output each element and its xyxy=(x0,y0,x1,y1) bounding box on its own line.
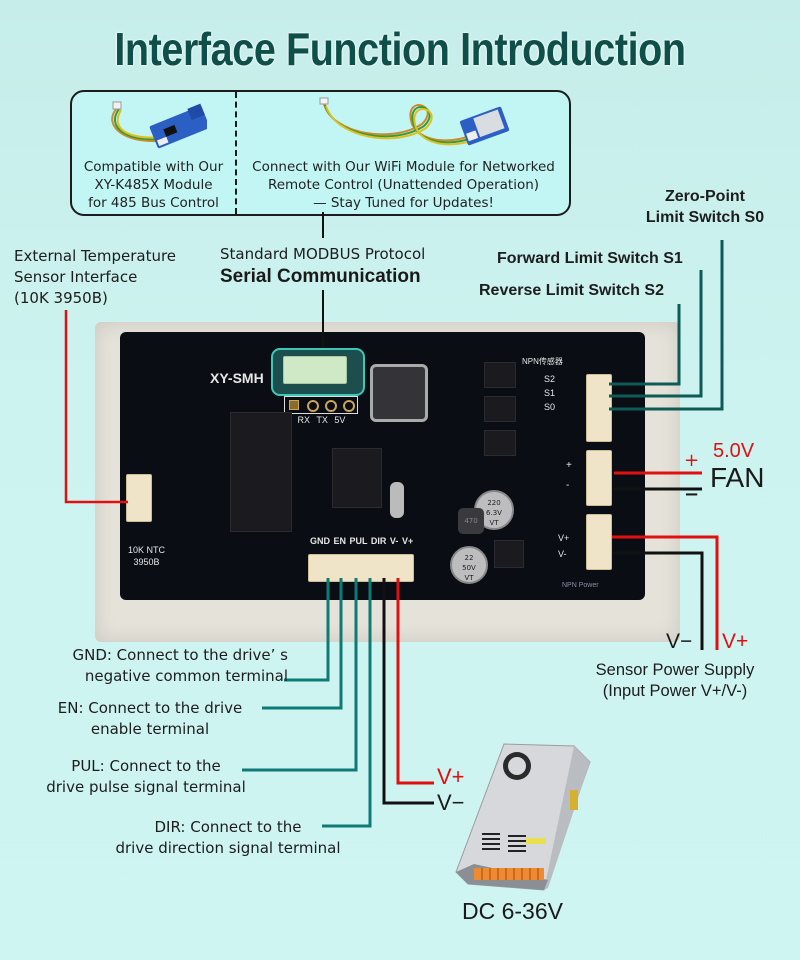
bottom-pin-labels: GND EN PUL DIR V- V+ xyxy=(310,536,414,546)
sensor-power-connector xyxy=(586,514,612,570)
limit-pin-labels: S2 S1 S0 xyxy=(544,374,556,412)
buzzer xyxy=(370,364,428,422)
fan-connector xyxy=(586,450,612,506)
serial-port-highlight[interactable] xyxy=(271,348,365,396)
limit-switch-s1-label: Forward Limit Switch S1 xyxy=(497,250,683,267)
pul-line xyxy=(242,578,358,772)
fan-plus-sign: + xyxy=(684,450,700,471)
mcu-chip xyxy=(332,448,382,508)
inductor: 470 xyxy=(458,508,484,534)
psu-voltage-label: DC 6-36V xyxy=(462,898,563,924)
page-title: Interface Function Introduction xyxy=(114,23,686,75)
rs485-module-icon xyxy=(111,101,207,149)
temp-sensor-line xyxy=(64,310,128,504)
serial-connector xyxy=(283,356,347,384)
power-supply-icon xyxy=(455,743,591,891)
temp-sensor-label: External Temperature Sensor Interface (1… xyxy=(14,247,177,307)
psu-vminus-label: V− xyxy=(437,790,465,815)
board-model: XY-SMH xyxy=(210,370,264,386)
controller-pcb: XY-SMH G RX TX 5V NPN传感器 S2 S1 S0 220 6.… xyxy=(120,332,645,600)
fan-voltage: 5.0V xyxy=(713,440,755,462)
pul-pin-label: PUL: Connect to the drive pulse signal t… xyxy=(46,757,246,796)
sensor-power-label: Sensor Power Supply (Input Power V+/V-) xyxy=(595,661,755,700)
sensor-vminus-line xyxy=(612,551,704,650)
gnd-pin-label: GND: Connect to the drive’ s negative co… xyxy=(72,646,288,685)
en-line xyxy=(262,578,343,710)
module-divider xyxy=(235,92,237,214)
fan-pin-labels: + - xyxy=(566,460,572,491)
driver-ic xyxy=(230,412,292,532)
fan-label: FAN xyxy=(710,462,765,493)
npn-sensor-silk: NPN传感器 xyxy=(522,357,563,366)
psu-vminus-line xyxy=(382,578,434,805)
optocoupler xyxy=(484,396,516,422)
power-pin-labels: V+ V- xyxy=(558,533,570,559)
wifi-module-icon xyxy=(319,97,510,146)
limit-switch-s2-label: Reverse Limit Switch S2 xyxy=(479,282,664,299)
serial-label: Standard MODBUS Protocol Serial Communic… xyxy=(220,245,426,287)
sensor-vplus-line xyxy=(612,535,719,650)
rs485-description: Compatible with Our XY-K485X Module for … xyxy=(83,159,224,211)
psu-vplus-line xyxy=(396,578,434,785)
limit-s0-line xyxy=(609,240,724,411)
sensor-vplus-label: V+ xyxy=(722,630,749,653)
optocoupler xyxy=(484,430,516,456)
limit-s2-line xyxy=(609,304,681,386)
capacitor-22uf: 22 50V VT xyxy=(450,546,488,584)
npn-power-silk: NPN Power xyxy=(562,582,599,589)
regulator-chip xyxy=(494,540,524,568)
serial-header xyxy=(284,396,358,414)
dir-pin-label: DIR: Connect to the drive direction sign… xyxy=(115,818,341,857)
crystal xyxy=(390,482,404,518)
drive-control-connector xyxy=(308,554,414,582)
expansion-modules-box: Compatible with Our XY-K485X Module for … xyxy=(70,90,571,216)
psu-vplus-label: V+ xyxy=(437,764,465,789)
ntc-silk: 10K NTC 3950B xyxy=(128,545,166,567)
wifi-description: Connect with Our WiFi Module for Network… xyxy=(252,159,555,211)
limit-switch-s0-label: Zero-Point Limit Switch S0 xyxy=(645,188,765,226)
fan-minus-sign: − xyxy=(684,484,700,505)
en-pin-label: EN: Connect to the drive enable terminal xyxy=(57,699,243,738)
dir-line xyxy=(322,578,372,828)
optocoupler xyxy=(484,362,516,388)
limit-s1-line xyxy=(609,270,703,398)
sensor-vminus-label: V− xyxy=(666,630,693,653)
gnd-line xyxy=(284,578,330,682)
temp-sensor-connector xyxy=(126,474,152,522)
